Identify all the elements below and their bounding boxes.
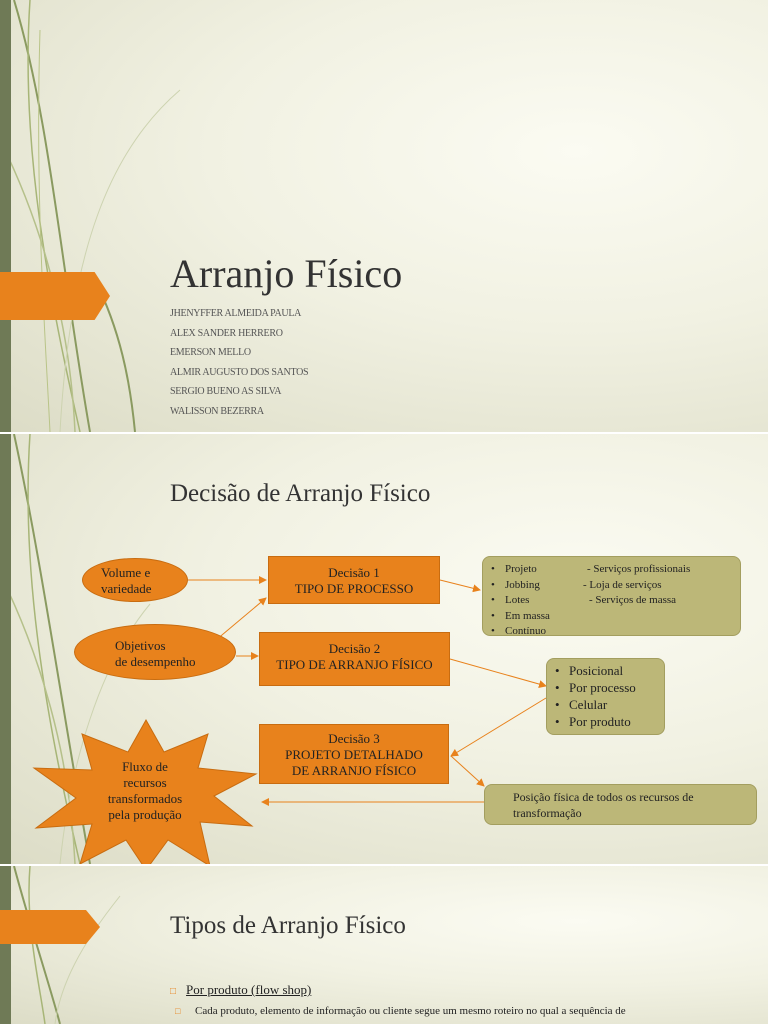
slide-title-text: Arranjo Físico bbox=[170, 250, 402, 297]
orange-tab-marker bbox=[0, 910, 100, 944]
list-item: Em massa bbox=[483, 609, 740, 625]
processo-tipo: Jobbing bbox=[505, 578, 583, 594]
box-line: DE ARRANJO FÍSICO bbox=[260, 763, 448, 779]
box-line: PROJETO DETALHADO bbox=[260, 747, 448, 763]
processo-servico: - Loja de serviços bbox=[583, 579, 662, 591]
processo-servico: - Serviços de massa bbox=[589, 594, 676, 606]
slide-title: Arranjo Físico JHENYFFER ALMEIDA PAULA A… bbox=[0, 0, 768, 432]
list-item: Por processo bbox=[547, 679, 664, 696]
star-line: Fluxo de bbox=[95, 759, 195, 775]
oval-volume-variedade: Volume e variedade bbox=[82, 558, 188, 602]
list-item: Por produto bbox=[547, 713, 664, 730]
bullet-text: Cada produto, elemento de informação ou … bbox=[195, 1005, 626, 1017]
starburst-text: Fluxo de recursos transformados pela pro… bbox=[95, 759, 195, 823]
processo-tipo: Lotes bbox=[505, 593, 589, 609]
posicao-text: Posição física de todos os recursos de t… bbox=[513, 789, 744, 821]
processos-list: Projeto- Serviços profissionais Jobbing-… bbox=[483, 562, 740, 640]
author-name: JHENYFFER ALMEIDA PAULA bbox=[170, 304, 308, 324]
star-line: pela produção bbox=[95, 807, 195, 823]
box-line: TIPO DE ARRANJO FÍSICO bbox=[260, 657, 449, 673]
oval-line: Objetivos bbox=[115, 638, 235, 654]
oval-line: Volume e bbox=[101, 565, 187, 581]
list-item: Posicional bbox=[547, 662, 664, 679]
oval-line: de desempenho bbox=[115, 654, 235, 670]
bullet-text-block: □ Cada produto, elemento de informação o… bbox=[195, 1004, 743, 1018]
box-decisao-2: Decisão 2 TIPO DE ARRANJO FÍSICO bbox=[259, 632, 450, 686]
arrow bbox=[451, 756, 484, 786]
box-line: Decisão 1 bbox=[269, 565, 439, 581]
bullet-marker-icon: □ bbox=[175, 1004, 180, 1018]
processo-tipo: Contínuo bbox=[505, 625, 546, 637]
processo-tipo: Projeto bbox=[505, 562, 587, 578]
box-posicao-fisica: Posição física de todos os recursos de t… bbox=[484, 784, 757, 825]
star-line: transformados bbox=[95, 791, 195, 807]
box-decisao-1: Decisão 1 TIPO DE PROCESSO bbox=[268, 556, 440, 604]
author-name: EMERSON MELLO bbox=[170, 343, 308, 363]
author-name: SERGIO BUENO AS SILVA bbox=[170, 382, 308, 402]
arrow bbox=[450, 659, 546, 686]
list-item: Contínuo bbox=[483, 624, 740, 640]
oval-line: variedade bbox=[101, 581, 187, 597]
left-accent-bar bbox=[0, 866, 11, 1024]
author-name: ALEX SANDER HERRERO bbox=[170, 324, 308, 344]
list-item: Celular bbox=[547, 696, 664, 713]
bullet-marker-icon: □ bbox=[170, 986, 176, 997]
bullet-heading: □ Por produto (flow shop) bbox=[170, 982, 311, 998]
slide-title-text: Tipos de Arranjo Físico bbox=[170, 912, 406, 940]
orange-tab-marker bbox=[0, 272, 110, 320]
star-line: recursos bbox=[95, 775, 195, 791]
processo-servico: - Serviços profissionais bbox=[587, 563, 690, 575]
slide-decisao: Decisão de Arranjo Físico Volume e varie… bbox=[0, 434, 768, 864]
slide-tipos: Tipos de Arranjo Físico □ Por produto (fl… bbox=[0, 866, 768, 1024]
arrow bbox=[451, 698, 546, 756]
author-list: JHENYFFER ALMEIDA PAULA ALEX SANDER HERR… bbox=[170, 304, 308, 422]
author-name: ALMIR AUGUSTO DOS SANTOS bbox=[170, 363, 308, 383]
list-item: Jobbing- Loja de serviços bbox=[483, 578, 740, 594]
arrow bbox=[440, 580, 480, 590]
box-line: TIPO DE PROCESSO bbox=[269, 581, 439, 597]
list-item: Projeto- Serviços profissionais bbox=[483, 562, 740, 578]
bullet-heading-text: Por produto (flow shop) bbox=[186, 982, 311, 997]
decorative-grass-icon bbox=[0, 866, 200, 1024]
arranjos-list: Posicional Por processo Celular Por prod… bbox=[547, 662, 664, 730]
author-name: WALISSON BEZERRA bbox=[170, 402, 308, 422]
list-item: Lotes- Serviços de massa bbox=[483, 593, 740, 609]
left-accent-bar bbox=[0, 0, 11, 432]
box-line: Decisão 3 bbox=[260, 731, 448, 747]
processo-tipo: Em massa bbox=[505, 610, 550, 622]
box-tipos-arranjo: Posicional Por processo Celular Por prod… bbox=[546, 658, 665, 735]
box-tipos-processo: Projeto- Serviços profissionais Jobbing-… bbox=[482, 556, 741, 636]
box-decisao-3: Decisão 3 PROJETO DETALHADO DE ARRANJO F… bbox=[259, 724, 449, 784]
box-line: Decisão 2 bbox=[260, 641, 449, 657]
oval-objetivos-desempenho: Objetivos de desempenho bbox=[74, 624, 236, 680]
